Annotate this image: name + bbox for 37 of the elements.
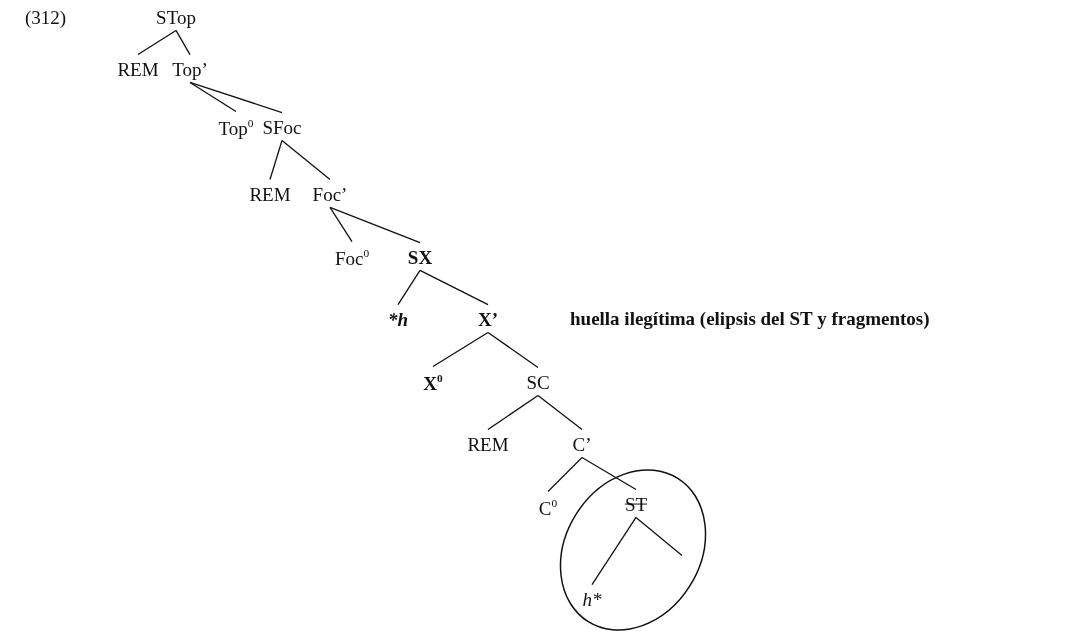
tree-node-label: REM (117, 59, 159, 81)
tree-branch (329, 206, 421, 244)
tree-branch (329, 206, 353, 243)
tree-branch (487, 394, 539, 431)
tree-branch (419, 269, 489, 306)
tree-node-label: REM (467, 434, 509, 456)
tree-node-label: SX (407, 247, 433, 269)
tree-node-label: SC (526, 372, 550, 394)
tree-node-label: Top$^{0}$ (218, 116, 254, 140)
tree-node-label: REM (249, 184, 291, 206)
tree-node-label: Foc$^{0}$ (334, 246, 370, 270)
tree-node-label: C$^{0}$ (538, 496, 558, 520)
tree-branch (635, 516, 683, 557)
tree-branch (487, 331, 539, 369)
tree-node-label: Top’ (172, 59, 208, 81)
tree-branch (175, 29, 191, 56)
tree-branch (537, 394, 583, 431)
tree-branch (269, 139, 283, 181)
tree-branch (189, 81, 237, 113)
tree-node-label: X$^{0}$ (423, 371, 443, 395)
annotation-note: huella ilegítima (elipsis del ST y fragmentos) (570, 309, 930, 330)
tree-node-label: h* (582, 589, 602, 611)
tree-node-label: STop (156, 7, 196, 29)
tree-branch (137, 29, 177, 56)
tree-branch (397, 269, 421, 306)
tree-branch (432, 331, 489, 368)
tree-node-label: C’ (572, 434, 592, 456)
tree-node-label: *h (387, 309, 409, 331)
tree-branch (547, 456, 583, 493)
tree-node-label: SFoc (262, 117, 302, 139)
tree-branch (591, 516, 637, 586)
tree-node-label: X’ (477, 309, 499, 331)
tree-branch (281, 139, 331, 181)
tree-branch (189, 81, 283, 114)
tree-node-label: Foc’ (312, 184, 348, 206)
tree-branch (581, 456, 637, 491)
example-number: (312) (25, 8, 67, 29)
